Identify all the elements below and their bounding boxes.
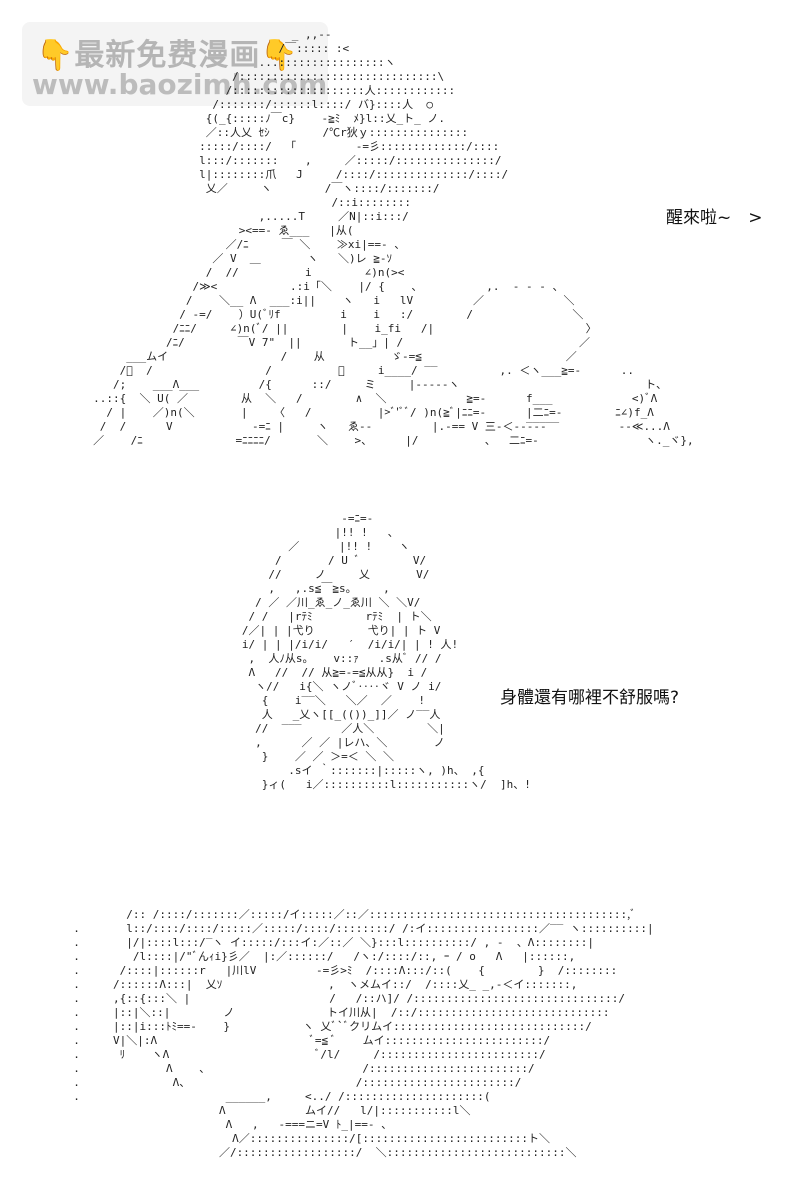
watermark-title-text: 最新免费漫画 (74, 38, 261, 73)
watermark-url: www.baozimh.com (32, 68, 328, 101)
ascii-art-panel-3: /:: /::::/:::::::／:::::/イ:::::／::／::::::… (73, 908, 654, 1159)
pointing-hand-icon: 👇 (36, 38, 75, 73)
dialogue-line-2: 身體還有哪裡不舒服嗎? (500, 688, 680, 708)
ascii-art-panel-1: _ ,,-- /￣::::: :< ...::::::::::::::::ヽ /… (93, 28, 547, 447)
watermark: 👇最新免费漫画👇 www.baozimh.com (22, 22, 328, 106)
ascii-art-panel-2: ‐=ﾆ=‐ |!! ! 、 ／ |!! ! ヽ / / U ﾞ V/ // ノ … (241, 512, 531, 791)
ascii-art-panel-1-right: ,. ‐ ‐ ‐ 、 ／ ＼ / ＼ 〉 ／ ／ ,. ＜ヽ___≧=- .. (466, 280, 694, 447)
pointing-hand-icon: 👇 (260, 38, 299, 73)
watermark-title: 👇最新免费漫画👇 (36, 30, 299, 74)
dialogue-line-1: 醒來啦~ > (666, 208, 763, 228)
